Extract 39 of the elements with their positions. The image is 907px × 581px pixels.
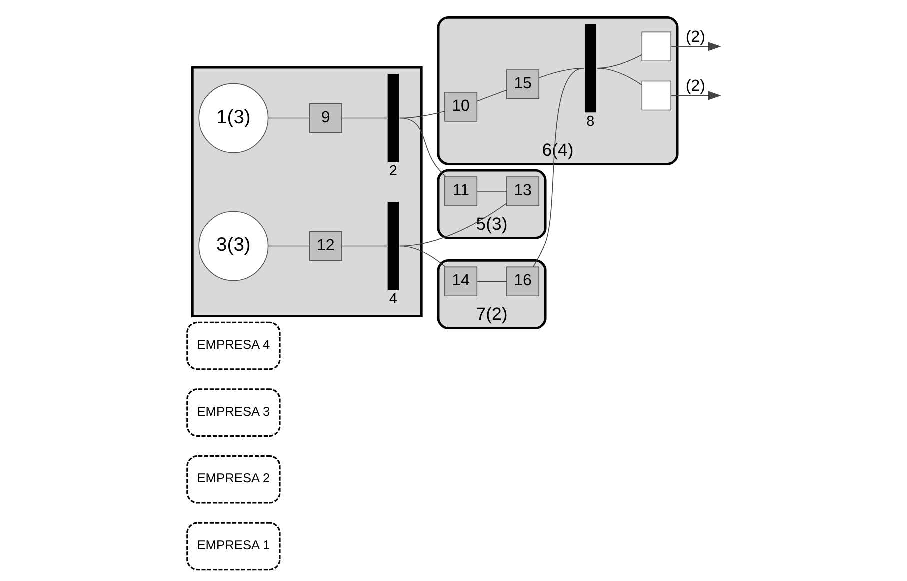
node-box: EMPRESA 3 [186,388,281,437]
arrow [670,91,722,100]
connector [400,246,446,268]
node-circle: 3(3) [198,211,269,282]
node-box: 13 [506,176,540,206]
connector [532,68,585,268]
node-box: 15 [506,70,540,100]
connector [342,246,388,247]
cluster [191,66,423,318]
node-box [642,32,672,62]
connector [400,118,446,178]
edge-label: (2) [686,28,706,46]
node-box: EMPRESA 4 [186,322,281,370]
connector [477,281,508,282]
node-box: 14 [444,266,478,297]
node-label: 8 [586,114,595,130]
connector [342,118,388,119]
node-box: 16 [506,266,540,297]
arrow [670,42,722,52]
node-box: 9 [309,103,342,134]
node-box: 11 [444,176,478,206]
node-box: EMPRESA 2 [186,455,281,504]
connector [400,203,508,247]
node-box [642,80,672,111]
connector [268,118,310,119]
connector [596,68,642,86]
node-box: 10 [444,92,478,122]
node-bar [585,24,596,113]
connector [477,90,508,102]
connector [477,191,508,192]
node-box: EMPRESA 1 [186,522,281,571]
connector [268,246,310,247]
node-label: 4 [389,292,398,308]
node-bar [388,202,400,290]
node-bar [388,74,400,163]
node-box: 12 [309,231,342,262]
node-label: 2 [389,164,398,180]
edge-label: (2) [686,76,706,95]
node-circle: 1(3) [198,83,269,154]
